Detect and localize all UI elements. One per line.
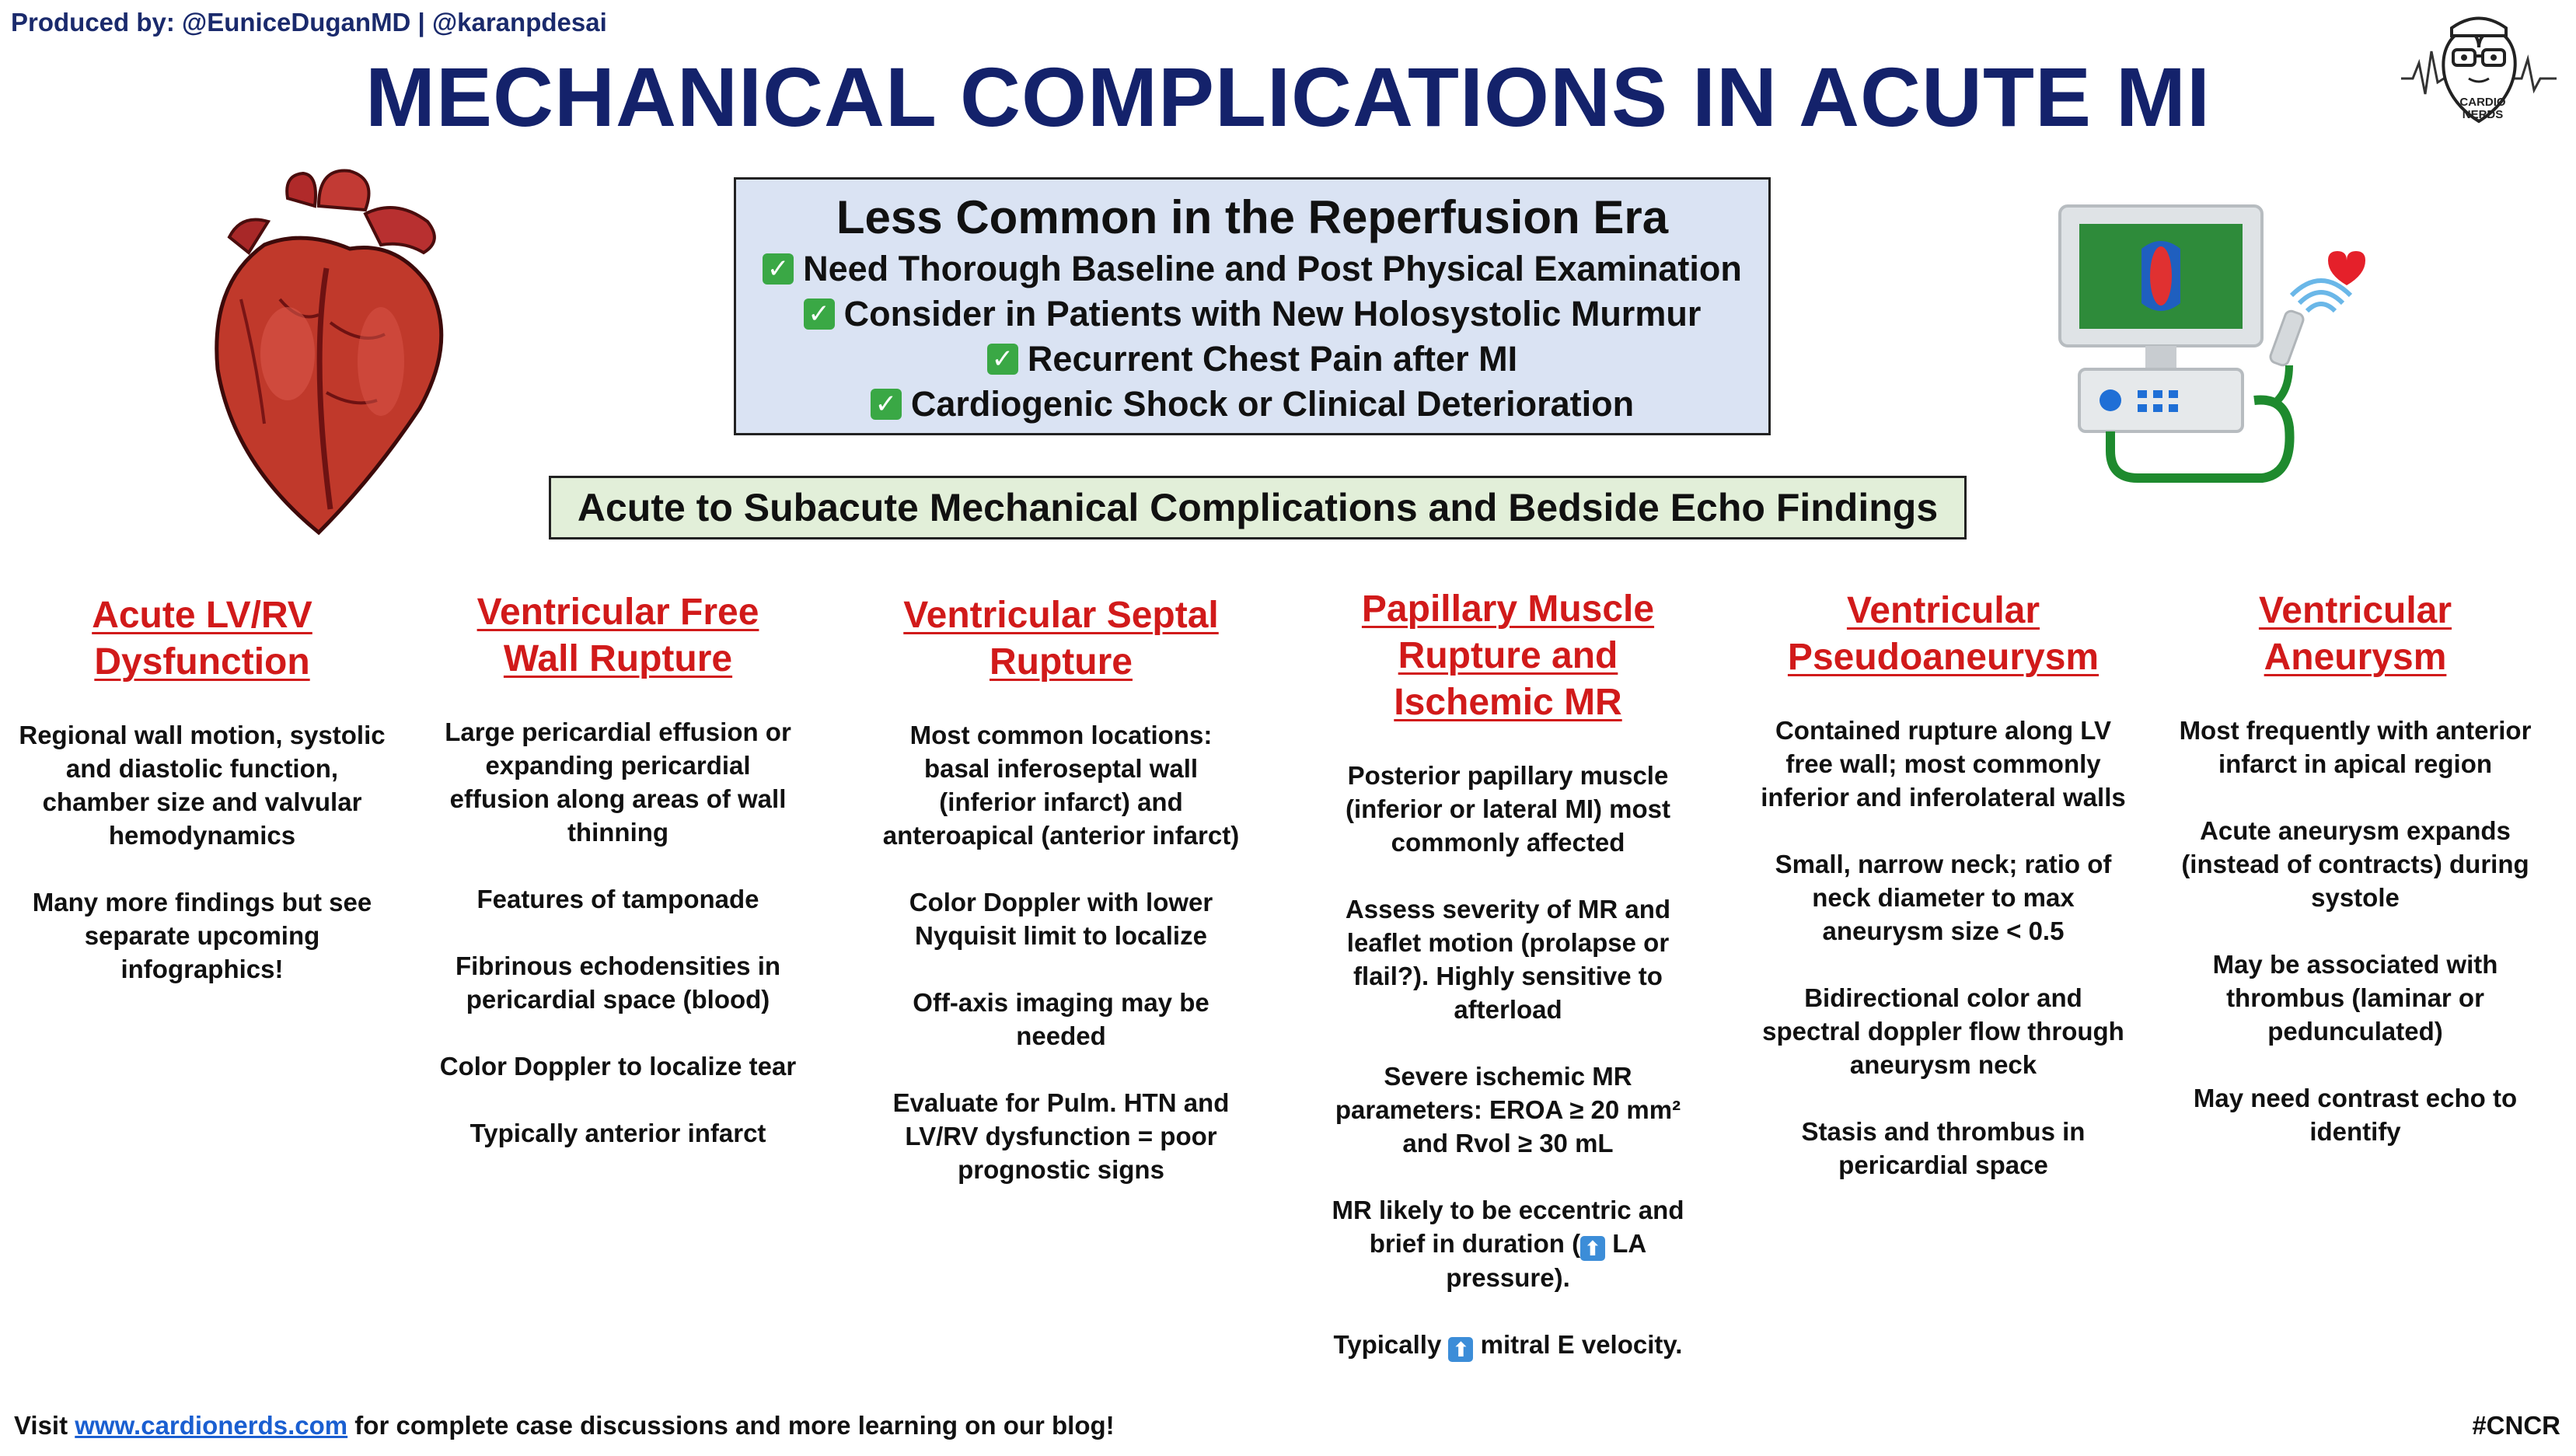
- heading-line: Acute LV/RV: [92, 595, 312, 636]
- finding-text: Typically anterior infarct: [469, 1119, 766, 1147]
- footer-prefix: Visit: [14, 1411, 75, 1440]
- finding-text: Assess severity of MR and leaflet motion…: [1345, 895, 1671, 1024]
- finding-text: Severe ischemic MR parameters: EROA ≥ 20…: [1335, 1062, 1681, 1157]
- finding-text-part: LA pressure).: [1446, 1229, 1647, 1292]
- column-heading: Ventricular Free Wall Rupture: [439, 589, 797, 683]
- finding-text: Posterior papillary muscle (inferior or …: [1345, 761, 1671, 857]
- finding-text: Fibrinous echodensities in pericardial s…: [455, 951, 781, 1014]
- column-pseudoaneurysm: Ventricular Pseudoaneurysm Contained rup…: [1761, 588, 2126, 1215]
- finding-text: Bidirectional color and spectral doppler…: [1762, 983, 2124, 1079]
- finding-text: May be associated with thrombus (laminar…: [2212, 950, 2498, 1046]
- finding-text: Color Doppler to localize tear: [439, 1052, 797, 1081]
- section-subheading: Acute to Subacute Mechanical Complicatio…: [549, 476, 1967, 539]
- finding-text: MR likely to be eccentric and brief in d…: [1325, 1193, 1691, 1294]
- column-free-wall-rupture: Ventricular Free Wall Rupture Large peri…: [439, 589, 797, 1183]
- website-link[interactable]: www.cardionerds.com: [75, 1411, 348, 1440]
- footer-suffix: for complete case discussions and more l…: [347, 1411, 1115, 1440]
- column-heading: Papillary Muscle Rupture and Ischemic MR: [1325, 586, 1691, 726]
- finding-text: Stasis and thrombus in pericardial space: [1801, 1117, 2086, 1179]
- logo-text: CARDIO NERDS: [2459, 96, 2506, 121]
- finding-text: Contained rupture along LV free wall; mo…: [1761, 716, 2126, 812]
- finding-text: Large pericardial effusion or expanding …: [445, 718, 791, 847]
- key-points-box: Less Common in the Reperfusion Era ✓ Nee…: [734, 177, 1771, 435]
- column-body: Most frequently with anterior infarct in…: [2176, 714, 2534, 1148]
- key-point-text: Need Thorough Baseline and Post Physical…: [803, 249, 1742, 288]
- footer-text: Visit www.cardionerds.com for complete c…: [14, 1411, 1115, 1440]
- cardionerds-logo: CARDIO NERDS: [2397, 5, 2560, 145]
- finding-text: May need contrast echo to identify: [2193, 1084, 2518, 1146]
- column-acute-lv-rv-dysfunction: Acute LV/RV Dysfunction Regional wall mo…: [16, 592, 389, 1019]
- check-mark-icon: ✓: [763, 253, 794, 285]
- heading-line: Pseudoaneurysm: [1787, 637, 2100, 678]
- finding-text: Most frequently with anterior infarct in…: [2179, 716, 2532, 778]
- key-point-item: ✓ Recurrent Chest Pain after MI: [736, 339, 1768, 379]
- up-arrow-icon: ⬆: [1580, 1236, 1606, 1261]
- key-box-title: Less Common in the Reperfusion Era: [836, 191, 1669, 243]
- finding-text-part: MR likely to be eccentric and brief in d…: [1332, 1196, 1684, 1258]
- finding-text: Many more findings but see separate upco…: [32, 888, 372, 983]
- key-point-text: Consider in Patients with New Holosystol…: [843, 294, 1702, 333]
- column-body: Large pericardial effusion or expanding …: [439, 715, 797, 1150]
- finding-text: Most common locations: basal inferosepta…: [882, 721, 1240, 850]
- heading-line: Ventricular Septal: [903, 595, 1219, 636]
- page-title: MECHANICAL COMPLICATIONS IN ACUTE MI: [365, 50, 2211, 144]
- echo-machine-illustration: [2021, 194, 2394, 521]
- column-papillary-muscle-rupture: Papillary Muscle Rupture and Ischemic MR…: [1325, 586, 1691, 1395]
- heading-line: Aneurysm: [2264, 637, 2447, 678]
- finding-text-part: mitral E velocity.: [1473, 1330, 1683, 1359]
- key-point-text: Recurrent Chest Pain after MI: [1027, 339, 1518, 379]
- column-body: Most common locations: basal inferosepta…: [878, 718, 1244, 1186]
- finding-text: Regional wall motion, systolic and diast…: [19, 721, 386, 850]
- column-heading: Acute LV/RV Dysfunction: [16, 592, 389, 686]
- column-body: Contained rupture along LV free wall; mo…: [1761, 714, 2126, 1182]
- up-arrow-icon: ⬆: [1448, 1337, 1474, 1362]
- column-body: Posterior papillary muscle (inferior or …: [1325, 759, 1691, 1362]
- column-ventricular-aneurysm: Ventricular Aneurysm Most frequently wit…: [2176, 588, 2534, 1182]
- column-heading: Ventricular Aneurysm: [2176, 588, 2534, 681]
- heading-line: Ventricular: [1846, 590, 2040, 631]
- finding-text: Color Doppler with lower Nyquisit limit …: [909, 888, 1213, 950]
- finding-text: Typically ⬆ mitral E velocity.: [1325, 1328, 1691, 1362]
- finding-text: Evaluate for Pulm. HTN and LV/RV dysfunc…: [892, 1088, 1230, 1184]
- column-heading: Ventricular Pseudoaneurysm: [1761, 588, 2126, 681]
- credit-line: Produced by: @EuniceDuganMD | @karanpdes…: [11, 8, 607, 37]
- key-point-item: ✓ Consider in Patients with New Holosyst…: [736, 294, 1768, 334]
- finding-text-part: Typically: [1333, 1330, 1449, 1359]
- heading-line: Papillary Muscle: [1361, 588, 1655, 630]
- heading-line: Ventricular: [2258, 590, 2452, 631]
- key-point-item: ✓ Need Thorough Baseline and Post Physic…: [736, 249, 1768, 289]
- heading-line: Ventricular Free: [476, 592, 759, 633]
- check-mark-icon: ✓: [803, 299, 835, 330]
- finding-text: Off-axis imaging may be needed: [913, 988, 1209, 1050]
- finding-text: Small, narrow neck; ratio of neck diamet…: [1775, 850, 2112, 945]
- column-heading: Ventricular Septal Rupture: [878, 592, 1244, 686]
- heading-line: Rupture: [990, 641, 1133, 683]
- anatomical-heart-illustration: [194, 167, 474, 540]
- column-septal-rupture: Ventricular Septal Rupture Most common l…: [878, 592, 1244, 1220]
- hashtag: #CNCR: [2472, 1411, 2560, 1440]
- heading-line: Wall Rupture: [503, 638, 733, 679]
- heading-line: Rupture and: [1398, 635, 1618, 676]
- check-mark-icon: ✓: [986, 344, 1018, 375]
- key-point-item: ✓ Cardiogenic Shock or Clinical Deterior…: [736, 384, 1768, 424]
- check-mark-icon: ✓: [870, 389, 902, 420]
- heading-line: Ischemic MR: [1394, 682, 1622, 723]
- key-point-text: Cardiogenic Shock or Clinical Deteriorat…: [910, 384, 1635, 424]
- column-body: Regional wall motion, systolic and diast…: [16, 718, 389, 986]
- heading-line: Dysfunction: [94, 641, 310, 683]
- finding-text: Acute aneurysm expands (instead of contr…: [2181, 816, 2529, 912]
- finding-text: Features of tamponade: [476, 885, 759, 913]
